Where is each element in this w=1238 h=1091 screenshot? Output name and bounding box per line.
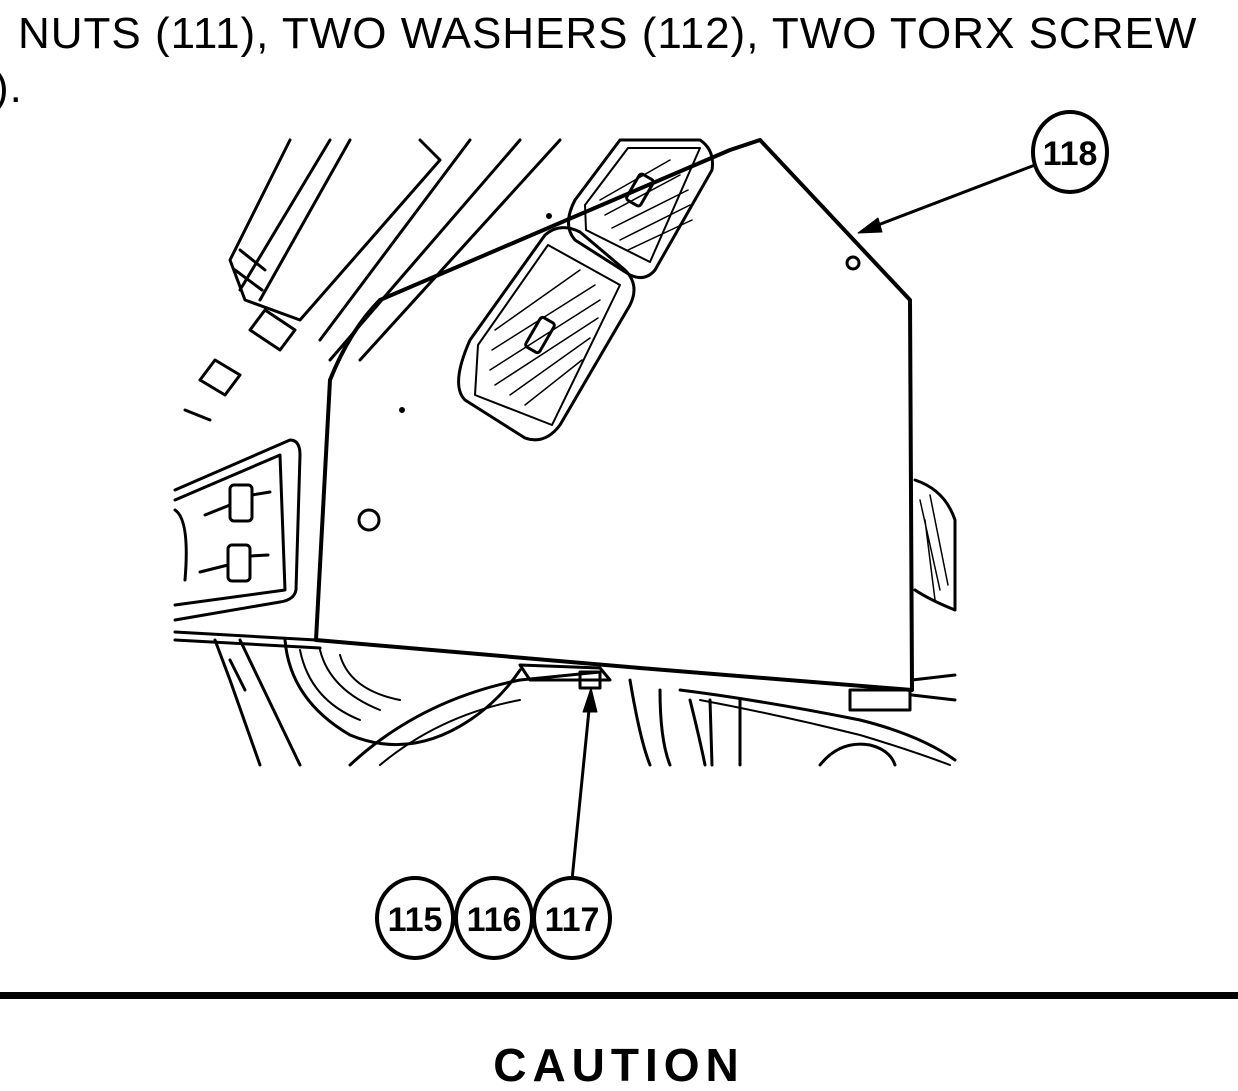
callout-118-label: 118	[1043, 135, 1098, 173]
cover-panel	[314, 138, 914, 692]
callout-115-label: 115	[388, 901, 443, 939]
callout-116-label: 116	[467, 901, 522, 939]
instruction-text-line-1: NUTS (111), TWO WASHERS (112), TWO TORX …	[18, 9, 1198, 58]
upper-vent	[567, 138, 714, 280]
callout-117: 117	[532, 876, 612, 960]
instruction-text-line-2: ).	[0, 63, 23, 112]
technical-illustration: 118 115 116 117	[173, 110, 1109, 960]
caution-heading: CAUTION	[493, 1039, 745, 1091]
callout-118: 118	[1031, 110, 1109, 194]
lower-vent	[457, 226, 636, 442]
section-divider	[0, 992, 1238, 999]
callout-115: 115	[375, 876, 455, 960]
callout-117-label: 117	[545, 901, 600, 939]
callout-116: 116	[454, 876, 534, 960]
